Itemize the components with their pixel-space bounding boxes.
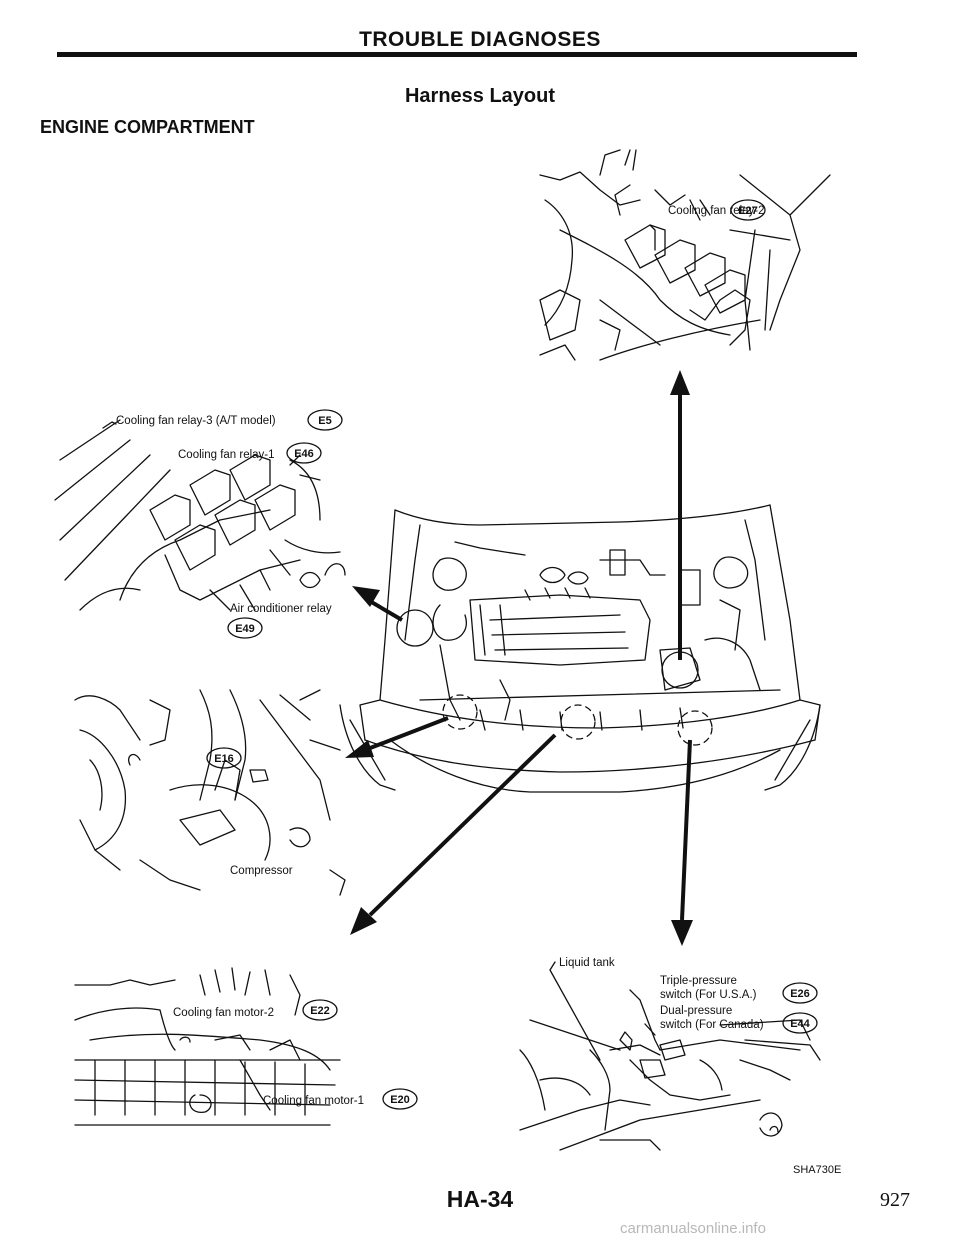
- connector-e26: E26: [782, 982, 818, 1004]
- page-number: HA-34: [446, 1186, 514, 1212]
- svg-text:E5: E5: [318, 415, 331, 427]
- label-dual-pressure-line1: Dual-pressure: [660, 1005, 732, 1017]
- connector-e22: E22: [302, 999, 338, 1021]
- connector-e49: E49: [227, 617, 263, 639]
- watermark: carmanualsonline.info: [620, 1220, 766, 1237]
- svg-text:E49: E49: [235, 623, 255, 635]
- svg-text:E22: E22: [310, 1005, 330, 1017]
- label-compressor: Compressor: [230, 865, 293, 877]
- inset-relays-drawing: [54, 419, 346, 611]
- svg-text:E44: E44: [790, 1018, 810, 1030]
- svg-text:E26: E26: [790, 988, 810, 1000]
- location-circle-liquid-tank: [677, 710, 713, 746]
- label-cooling-fan-relay-2: Cooling fan relay-2: [668, 205, 765, 217]
- svg-text:E46: E46: [294, 448, 314, 460]
- print-page-number: 927: [880, 1189, 910, 1211]
- svg-text:E16: E16: [214, 753, 234, 765]
- arrow-to-liquid-tank-inset: [680, 739, 692, 921]
- connector-e16: E16: [206, 747, 242, 769]
- label-cooling-fan-relay-3: Cooling fan relay-3 (A/T model): [116, 415, 276, 427]
- label-triple-pressure-line1: Triple-pressure: [660, 975, 737, 987]
- pointer-arrows: [345, 370, 693, 946]
- location-circle-compressor: [442, 694, 478, 730]
- svg-text:E20: E20: [390, 1094, 410, 1106]
- inset-liquid-tank-drawing: [519, 961, 821, 1151]
- arrow-to-fan-motor-inset: [368, 733, 557, 917]
- arrow-to-relays-inset: [366, 598, 404, 622]
- label-cooling-fan-motor-2: Cooling fan motor-2: [173, 1007, 274, 1019]
- inset-relay2-drawing: [539, 149, 831, 361]
- figure-code: SHA730E: [793, 1164, 842, 1176]
- connector-e46: E46: [286, 442, 322, 464]
- label-dual-pressure-line2: switch (For Canada): [660, 1019, 764, 1031]
- connector-e27: E27: [730, 199, 766, 221]
- page-subtitle: Harness Layout: [404, 85, 556, 107]
- header-rule: [57, 52, 857, 57]
- label-liquid-tank: Liquid tank: [559, 957, 615, 969]
- section-heading: ENGINE COMPARTMENT: [40, 117, 255, 137]
- connector-e44: E44: [782, 1012, 818, 1034]
- connector-e5: E5: [307, 409, 343, 431]
- label-air-conditioner-relay: Air conditioner relay: [230, 603, 332, 615]
- inset-fan-motors-drawing: [74, 967, 341, 1126]
- arrow-to-compressor-inset: [364, 716, 449, 752]
- location-circle-fan-motor: [560, 704, 596, 740]
- connector-e20: E20: [382, 1088, 418, 1110]
- location-circle-ac-relay: [396, 609, 434, 647]
- label-cooling-fan-motor-1: Cooling fan motor-1: [263, 1095, 364, 1107]
- page-header-title: TROUBLE DIAGNOSES: [359, 28, 601, 51]
- label-triple-pressure-line2: switch (For U.S.A.): [660, 989, 757, 1001]
- inset-compressor-drawing: [74, 689, 346, 896]
- label-cooling-fan-relay-1: Cooling fan relay-1: [178, 449, 275, 461]
- engine-bay-drawing: [339, 504, 821, 793]
- svg-text:E27: E27: [738, 205, 758, 217]
